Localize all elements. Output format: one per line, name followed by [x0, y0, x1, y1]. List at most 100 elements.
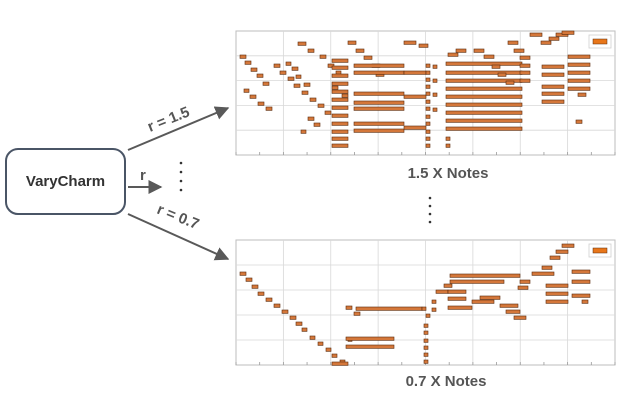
note-bar	[331, 97, 349, 102]
note-bar	[293, 83, 301, 88]
note-bar	[423, 352, 429, 357]
note-bar	[443, 283, 453, 288]
note-bar	[243, 88, 250, 93]
note-bar	[403, 40, 417, 45]
arrow-middle-label: r	[140, 167, 146, 184]
note-bar	[561, 30, 575, 35]
note-bar	[431, 299, 437, 304]
note-bar	[499, 303, 519, 308]
note-bar	[423, 323, 429, 328]
note-bar	[303, 82, 311, 87]
note-bar	[249, 94, 257, 99]
note-bar	[423, 345, 429, 350]
note-bar	[479, 295, 501, 300]
note-bar	[331, 113, 349, 118]
note-bar	[331, 143, 349, 148]
piano-roll-top	[235, 30, 616, 156]
note-bar	[541, 84, 565, 89]
note-bar	[353, 121, 405, 126]
note-bar	[279, 70, 287, 75]
note-bar	[497, 72, 507, 77]
note-bar	[353, 100, 405, 105]
note-bar	[301, 90, 309, 95]
note-bar	[571, 269, 591, 274]
note-bar	[455, 48, 467, 53]
note-bar	[549, 255, 561, 260]
note-bar	[319, 54, 327, 59]
note-bar	[423, 338, 429, 343]
note-bar	[331, 353, 338, 358]
note-bar	[548, 36, 560, 41]
note-bar	[355, 48, 365, 53]
note-bar	[355, 306, 423, 311]
note-bar	[545, 291, 569, 296]
note-bar	[445, 143, 451, 148]
note-bar	[432, 64, 438, 69]
note-bar	[345, 336, 395, 341]
note-bar	[571, 293, 591, 298]
note-bar	[317, 341, 324, 346]
note-bar	[347, 40, 357, 45]
note-bar	[273, 63, 281, 68]
note-bar	[425, 106, 431, 111]
note-bar	[297, 41, 307, 46]
note-bar	[425, 121, 431, 126]
note-bar	[575, 119, 583, 124]
note-bar	[567, 78, 591, 83]
note-bar	[425, 143, 431, 148]
note-bar	[425, 70, 431, 75]
note-bar	[403, 94, 427, 99]
note-bar	[445, 126, 523, 131]
note-bar	[529, 32, 543, 37]
note-bar	[435, 289, 449, 294]
note-bar	[567, 86, 591, 91]
note-bar	[353, 70, 405, 75]
note-bar	[245, 277, 253, 282]
note-bar	[309, 335, 316, 340]
note-bar	[473, 48, 485, 53]
note-bar	[447, 305, 473, 310]
note-bar	[581, 299, 589, 304]
note-bar	[541, 64, 565, 69]
note-bar	[295, 321, 303, 326]
note-bar	[418, 43, 429, 48]
ellipsis-between-panels	[428, 196, 432, 224]
note-bar	[291, 66, 299, 71]
note-bar	[345, 305, 353, 310]
note-bar	[331, 89, 349, 94]
note-bar	[431, 307, 437, 312]
note-bar	[307, 48, 315, 53]
note-bar	[295, 74, 302, 79]
note-bar	[425, 114, 431, 119]
note-bar	[425, 136, 431, 141]
note-bar	[449, 279, 505, 284]
note-bar	[287, 76, 295, 81]
note-bar	[301, 327, 308, 332]
note-bar	[561, 243, 575, 248]
panel-top-caption: 1.5 X Notes	[408, 165, 489, 182]
note-bar	[331, 129, 349, 134]
note-bar	[403, 125, 427, 130]
note-bar	[345, 344, 395, 349]
legend-swatch	[592, 247, 608, 254]
note-bar	[545, 299, 569, 304]
note-bar	[331, 58, 349, 63]
arrow-bottom	[127, 213, 230, 261]
note-bar	[567, 62, 591, 67]
note-bar	[331, 361, 349, 366]
note-bar	[423, 330, 429, 335]
note-bar	[239, 271, 247, 276]
note-bar	[257, 101, 265, 106]
note-bar	[325, 347, 332, 352]
note-bar	[423, 359, 429, 364]
note-bar	[353, 311, 361, 316]
arrow-top-label: r = 1.5	[145, 104, 192, 136]
note-bar	[567, 70, 591, 75]
note-bar	[432, 107, 438, 112]
ellipsis-left	[179, 161, 183, 192]
note-bar	[445, 70, 523, 75]
note-bar	[555, 249, 569, 254]
note-bar	[432, 78, 438, 83]
note-bar	[541, 99, 565, 104]
